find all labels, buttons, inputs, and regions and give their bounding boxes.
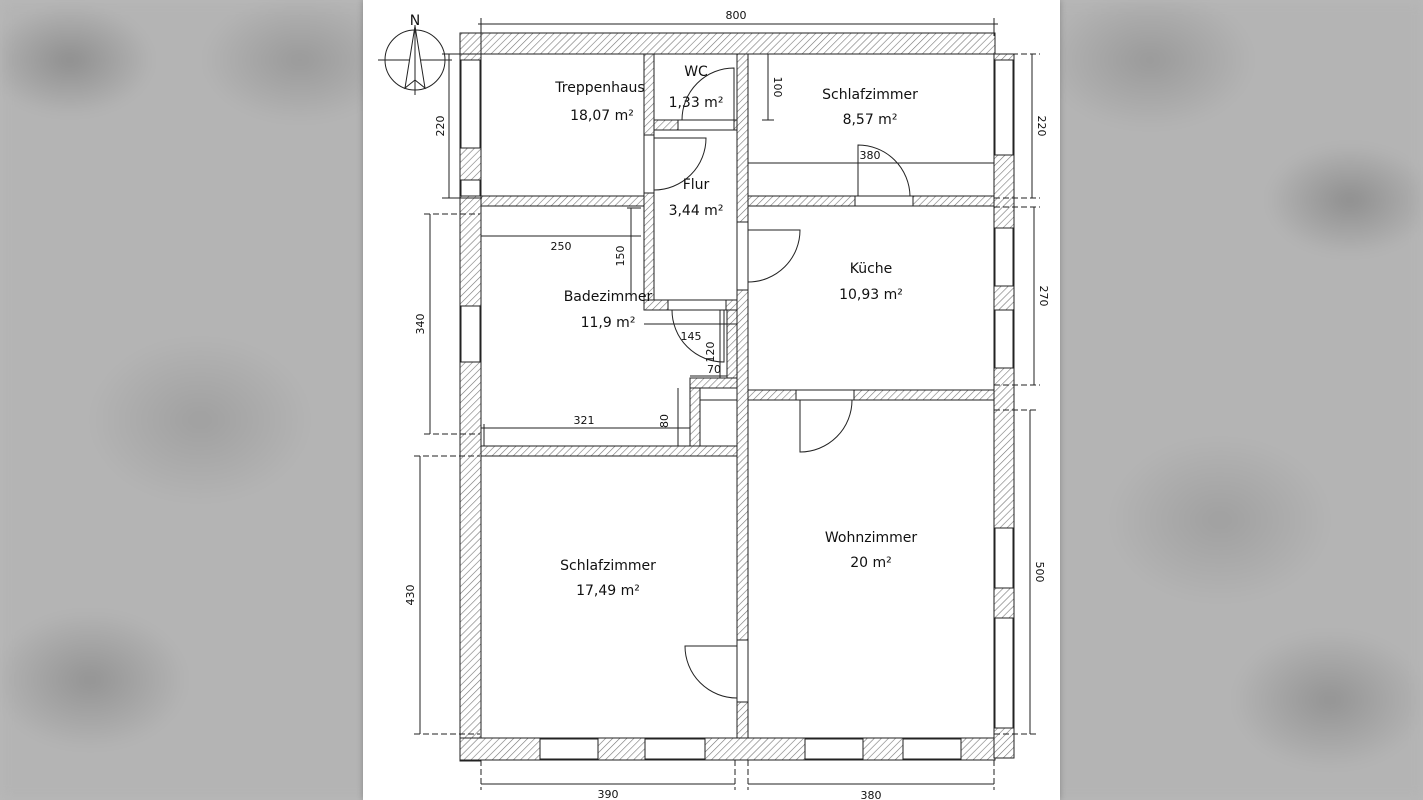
room-area: 20 m² xyxy=(850,555,892,571)
dim-inner-145: 145 xyxy=(681,330,702,343)
compass-label: N xyxy=(410,13,420,29)
room-name: Schlafzimmer xyxy=(560,558,656,574)
dimension-labels: 800 220 340 430 220 270 500 390 380 100 … xyxy=(404,9,1050,800)
dim-top-total: 800 xyxy=(726,9,747,22)
room-name: Schlafzimmer xyxy=(822,87,918,103)
dim-bottom-390: 390 xyxy=(598,788,619,800)
room-area: 1,33 m² xyxy=(669,95,724,111)
room-schlafzimmer-bottom: Schlafzimmer 17,49 m² xyxy=(560,558,656,599)
dim-right-270: 270 xyxy=(1037,286,1050,307)
dim-right-220: 220 xyxy=(1035,116,1048,137)
dim-inner-70: 70 xyxy=(707,363,721,376)
dim-inner-250: 250 xyxy=(551,240,572,253)
room-treppenhaus: Treppenhaus 18,07 m² xyxy=(554,80,644,124)
dim-inner-380: 380 xyxy=(860,149,881,162)
room-wc: WC 1,33 m² xyxy=(669,64,724,111)
room-area: 10,93 m² xyxy=(839,287,903,303)
doors xyxy=(520,67,914,703)
room-name: WC xyxy=(684,64,708,80)
room-area: 17,49 m² xyxy=(576,583,640,599)
compass-icon: N xyxy=(378,13,452,95)
room-badezimmer: Badezimmer 11,9 m² xyxy=(564,289,653,331)
room-area: 8,57 m² xyxy=(843,112,898,128)
room-area: 3,44 m² xyxy=(669,203,724,219)
room-name: Badezimmer xyxy=(564,289,653,305)
windows xyxy=(460,59,1014,760)
dim-left-430: 430 xyxy=(404,585,417,606)
room-kueche: Küche 10,93 m² xyxy=(839,261,903,303)
dim-inner-80: 80 xyxy=(658,414,671,428)
dim-left-220: 220 xyxy=(434,116,447,137)
room-flur: Flur 3,44 m² xyxy=(669,177,724,219)
room-schlafzimmer-top: Schlafzimmer 8,57 m² xyxy=(822,87,918,128)
room-name: Flur xyxy=(683,177,710,193)
room-wohnzimmer: Wohnzimmer 20 m² xyxy=(825,530,917,571)
dimension-lines xyxy=(414,18,1040,790)
dim-right-500: 500 xyxy=(1033,562,1046,583)
dim-inner-100: 100 xyxy=(771,77,784,98)
room-area: 18,07 m² xyxy=(570,108,634,124)
room-area: 11,9 m² xyxy=(581,315,636,331)
dim-inner-321: 321 xyxy=(574,414,595,427)
dim-left-340: 340 xyxy=(414,314,427,335)
dim-inner-120: 120 xyxy=(704,342,717,363)
dim-inner-150: 150 xyxy=(614,246,627,267)
inner-walls xyxy=(480,53,995,739)
dim-bottom-380: 380 xyxy=(861,789,882,800)
room-name: Wohnzimmer xyxy=(825,530,917,546)
room-name: Küche xyxy=(850,261,893,277)
room-name: Treppenhaus xyxy=(554,80,644,96)
